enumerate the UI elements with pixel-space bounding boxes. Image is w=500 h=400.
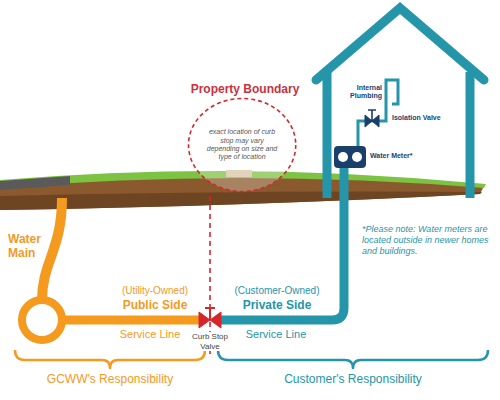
owner-label: (Utility-Owned) <box>100 285 210 297</box>
meter-dial <box>352 152 362 162</box>
water-main-riser <box>42 198 62 300</box>
responsibility-label: Customer's Responsibility <box>243 372 463 386</box>
utility-brace <box>15 350 205 368</box>
node-text: exact location of curb stop may vary dep… <box>206 128 278 162</box>
curb-stop-valve <box>199 312 221 328</box>
dashed-circle <box>188 99 295 192</box>
plumbing-label: Internal Plumbing <box>334 84 382 101</box>
plumbing-fixture <box>386 80 398 104</box>
boundary-line <box>209 196 211 354</box>
meter-dial <box>338 152 348 162</box>
isolation-valve-stem <box>368 110 376 121</box>
road <box>0 176 70 190</box>
owner-label: (Customer-Owned) <box>222 285 332 297</box>
responsibility-label: GCWW's Responsibility <box>20 372 200 386</box>
water-main-pipe <box>22 300 62 340</box>
line-label: Service Line <box>226 328 326 341</box>
public-service-line <box>60 316 204 325</box>
valve-label: Curb Stop Valve <box>188 332 232 351</box>
main-label: Water Main <box>8 232 52 261</box>
customer-brace <box>218 350 488 368</box>
water-meter-symbol <box>334 146 366 168</box>
soil-shade <box>0 192 482 211</box>
internal-pipe <box>358 92 386 146</box>
boundary-title: Property Boundary <box>190 82 300 96</box>
house-wall <box>327 72 470 198</box>
curb-stop-zone: exact location of curb stop may vary dep… <box>187 97 297 193</box>
side-label: Public Side <box>100 298 210 312</box>
note-text: *Please note: Water meters are located o… <box>362 224 492 256</box>
side-label: Private Side <box>222 298 332 312</box>
house-outline <box>312 2 490 202</box>
valve-label: Isolation Valve <box>392 114 464 122</box>
meter-label: Water Meter* <box>370 152 450 160</box>
house-roof <box>316 8 484 80</box>
house: Internal PlumbingIsolation ValveWater Me… <box>312 2 490 202</box>
line-label: Service Line <box>100 328 200 341</box>
